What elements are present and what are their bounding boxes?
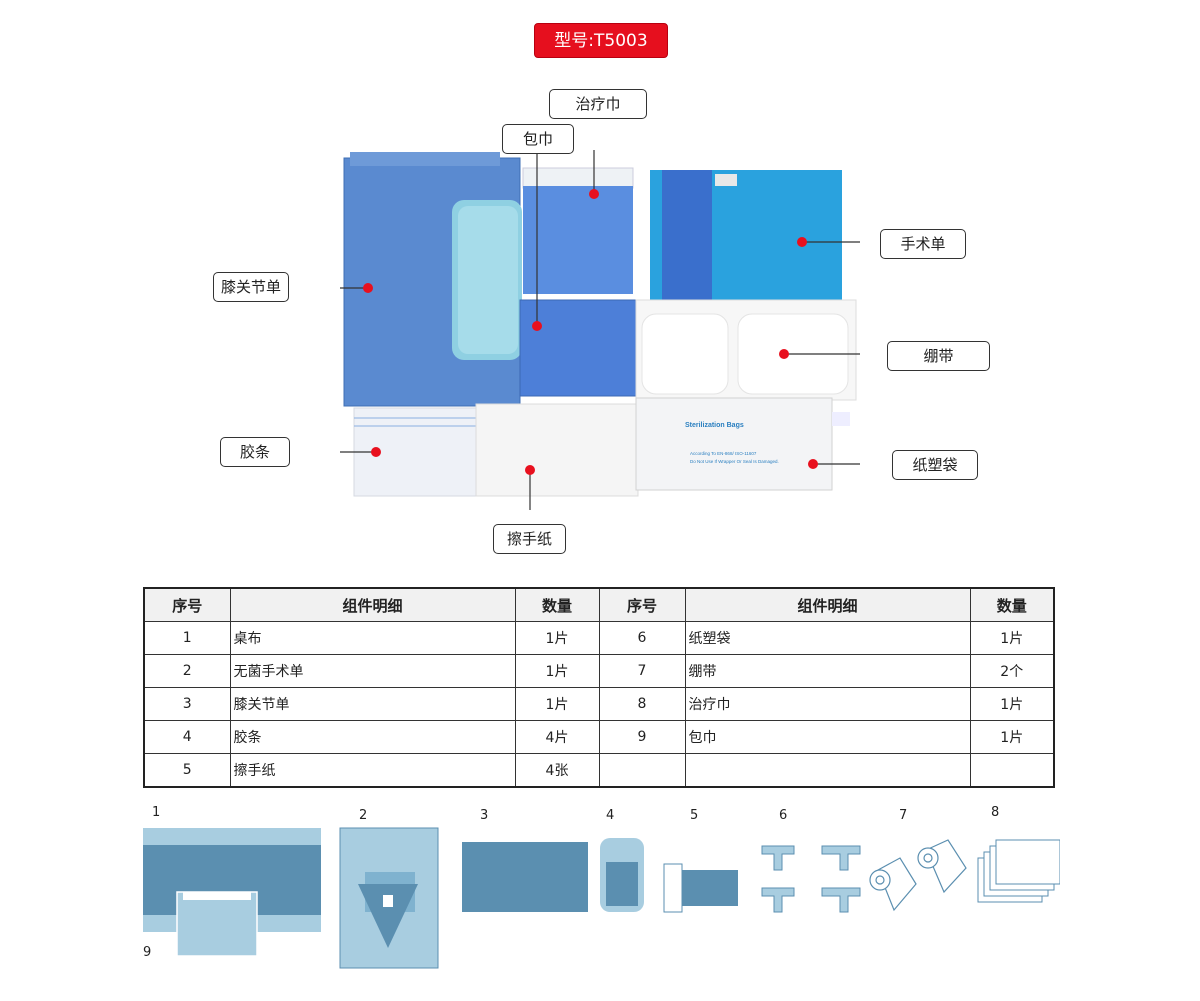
knee-drape-icon bbox=[462, 842, 588, 912]
table-row: 4 胶条 4片 9 包巾 1片 bbox=[143, 720, 1055, 754]
header-component-right: 组件明细 bbox=[684, 587, 971, 622]
wrap-towel-icon bbox=[176, 891, 258, 957]
cell-quantity: 1片 bbox=[969, 687, 1055, 721]
cell-component bbox=[684, 753, 971, 788]
header-quantity-left: 数量 bbox=[514, 587, 600, 622]
components-table: 序号 组件明细 数量 序号 组件明细 数量 1 桌布 1片 6 纸塑袋 1片 2… bbox=[143, 587, 1055, 788]
cell-index: 6 bbox=[598, 621, 686, 655]
cell-quantity: 2个 bbox=[969, 654, 1055, 688]
thumb-label: 6 bbox=[779, 808, 788, 823]
cell-index: 3 bbox=[143, 687, 231, 721]
cell-component: 绷带 bbox=[684, 654, 971, 688]
thumb-label: 9 bbox=[143, 945, 152, 960]
cell-component: 擦手纸 bbox=[229, 753, 516, 788]
cell-index: 2 bbox=[143, 654, 231, 688]
callout-tape: 胶条 bbox=[220, 437, 290, 467]
cell-index bbox=[598, 753, 686, 788]
thumb-label: 1 bbox=[152, 805, 161, 820]
surgical-drape-illustration bbox=[650, 170, 842, 310]
table-row: 5 擦手纸 4张 bbox=[143, 753, 1055, 788]
bandage-illustration bbox=[635, 299, 857, 401]
surgical-drape-icon bbox=[339, 827, 439, 969]
treatment-towel-illustration bbox=[522, 167, 634, 294]
cell-component: 胶条 bbox=[229, 720, 516, 754]
cell-quantity: 4片 bbox=[514, 720, 600, 754]
wrap-towel-illustration bbox=[519, 299, 637, 397]
cell-index: 7 bbox=[598, 654, 686, 688]
cell-quantity bbox=[969, 753, 1055, 788]
cell-index: 5 bbox=[143, 753, 231, 788]
callout-paper-plastic-bag: 纸塑袋 bbox=[892, 450, 978, 480]
marker-bandage bbox=[779, 349, 789, 359]
thumb-label: 4 bbox=[606, 808, 615, 823]
pouch-line-1: According To EN-868/ ISO-11607 bbox=[690, 451, 757, 456]
cell-quantity: 1片 bbox=[514, 621, 600, 655]
marker-surgical-drape bbox=[797, 237, 807, 247]
header-component-left: 组件明细 bbox=[229, 587, 516, 622]
thumb-label: 5 bbox=[690, 808, 699, 823]
marker-hand-towel bbox=[525, 465, 535, 475]
table-header-row: 序号 组件明细 数量 序号 组件明细 数量 bbox=[143, 587, 1055, 622]
tape-icon bbox=[600, 838, 644, 912]
header-index-left: 序号 bbox=[143, 587, 231, 622]
component-thumbnails: 1 2 3 4 5 6 7 8 9 bbox=[140, 800, 1060, 990]
marker-paper-bag bbox=[808, 459, 818, 469]
cell-component: 包巾 bbox=[684, 720, 971, 754]
header-index-right: 序号 bbox=[598, 587, 686, 622]
cell-component: 纸塑袋 bbox=[684, 621, 971, 655]
callout-hand-towel: 擦手纸 bbox=[493, 524, 566, 554]
model-badge: 型号:T5003 bbox=[534, 23, 668, 58]
thumb-label: 7 bbox=[899, 808, 908, 823]
cell-component: 无菌手术单 bbox=[229, 654, 516, 688]
cell-quantity: 4张 bbox=[514, 753, 600, 788]
thumb-label: 8 bbox=[991, 805, 1000, 820]
product-photo: Sterilization Bags According To EN-868/ … bbox=[340, 150, 860, 510]
cell-component: 膝关节单 bbox=[229, 687, 516, 721]
paper-plastic-bag-illustration: Sterilization Bags According To EN-868/ … bbox=[635, 397, 850, 491]
treatment-towel-icon bbox=[977, 839, 1060, 903]
knee-drape-illustration bbox=[343, 152, 522, 407]
hand-towel-illustration bbox=[475, 403, 639, 497]
cell-quantity: 1片 bbox=[969, 621, 1055, 655]
table-row: 3 膝关节单 1片 8 治疗巾 1片 bbox=[143, 687, 1055, 721]
thumb-label: 3 bbox=[480, 808, 489, 823]
pouch-title: Sterilization Bags bbox=[685, 422, 744, 429]
cell-index: 9 bbox=[598, 720, 686, 754]
marker-tape bbox=[371, 447, 381, 457]
cell-quantity: 1片 bbox=[514, 654, 600, 688]
thumb-label: 2 bbox=[359, 808, 368, 823]
callout-treatment-towel: 治疗巾 bbox=[549, 89, 647, 119]
cell-index: 8 bbox=[598, 687, 686, 721]
table-row: 2 无菌手术单 1片 7 绷带 2个 bbox=[143, 654, 1055, 688]
paper-bag-icon bbox=[761, 845, 861, 913]
callout-bandage: 绷带 bbox=[887, 341, 990, 371]
callout-knee-drape: 膝关节单 bbox=[213, 272, 289, 302]
table-row: 1 桌布 1片 6 纸塑袋 1片 bbox=[143, 621, 1055, 655]
bandage-icon bbox=[869, 839, 967, 912]
cell-quantity: 1片 bbox=[514, 687, 600, 721]
cell-component: 桌布 bbox=[229, 621, 516, 655]
marker-treatment-towel bbox=[589, 189, 599, 199]
cell-component: 治疗巾 bbox=[684, 687, 971, 721]
pouch-line-2: Do Not Use If Wrapper Or Seal Is Damaged… bbox=[690, 459, 779, 464]
cell-index: 1 bbox=[143, 621, 231, 655]
callout-surgical-drape: 手术单 bbox=[880, 229, 966, 259]
header-quantity-right: 数量 bbox=[969, 587, 1055, 622]
callout-wrap-towel: 包巾 bbox=[502, 124, 574, 154]
marker-knee-drape bbox=[363, 283, 373, 293]
cell-index: 4 bbox=[143, 720, 231, 754]
marker-wrap-towel bbox=[532, 321, 542, 331]
hand-towel-icon bbox=[663, 863, 738, 913]
cell-quantity: 1片 bbox=[969, 720, 1055, 754]
